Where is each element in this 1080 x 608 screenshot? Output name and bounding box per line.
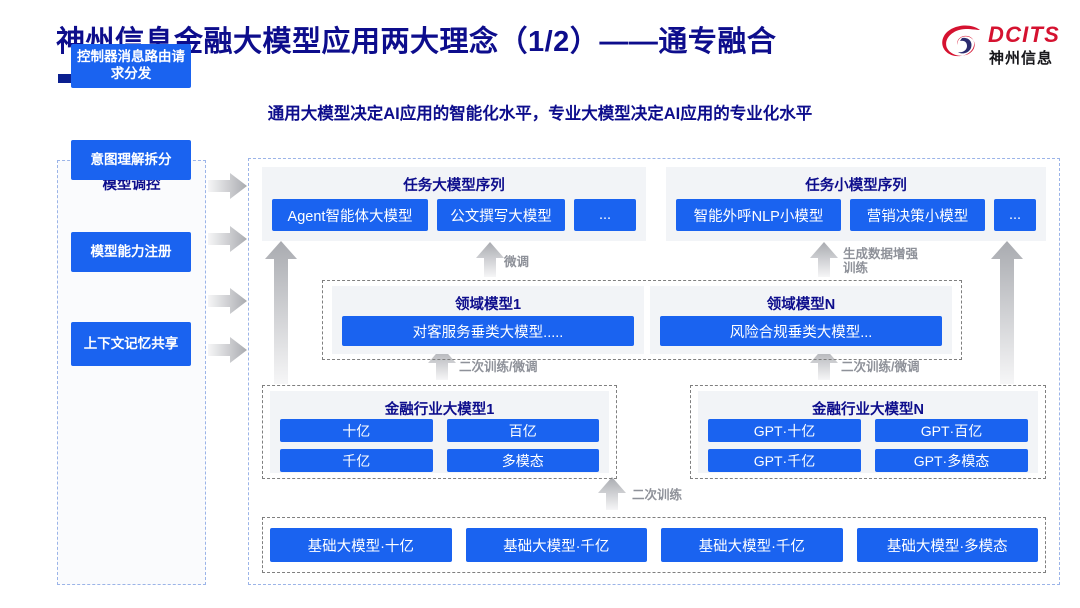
company-logo: DCITS 神州信息 [940,18,1068,72]
arrow-label-fine-tune: 微调 [504,255,530,269]
chip-agent-model[interactable]: Agent智能体大模型 [272,199,428,231]
chip-customer-service-vertical-model[interactable]: 对客服务垂类大模型..... [342,316,634,346]
chipgrid-finance-1: 十亿 百亿 千亿 多模态 [280,419,599,472]
chip-base-hundred-billion-b[interactable]: 基础大模型·千亿 [661,528,843,562]
panel-finance-model-n: 金融行业大模型N GPT·十亿 GPT·百亿 GPT·千亿 GPT·多模态 [698,391,1038,473]
chip-base-multimodal[interactable]: 基础大模型·多模态 [856,528,1038,562]
panel-title-domain-n: 领域模型N [766,297,836,313]
chiprow-base-models: 基础大模型·十亿 基础大模型·千亿 基础大模型·千亿 基础大模型·多模态 [270,528,1038,562]
domain-models-frame [322,280,962,360]
dcits-swirl-icon [942,25,980,57]
arrow-label-retrain-left: 二次训练/微调 [459,360,538,374]
chip-task-large-more[interactable]: ... [574,199,636,231]
panel-finance-model-1: 金融行业大模型1 十亿 百亿 千亿 多模态 [270,391,609,473]
panel-domain-model-n: 领域模型N 风险合规垂类大模型... [650,286,952,354]
chip-base-billion[interactable]: 基础大模型·十亿 [270,528,452,562]
base-models-frame [262,517,1046,573]
chip-finn-gpt-hundred-billion[interactable]: GPT·千亿 [708,449,861,472]
arrow-label-retrain-right: 二次训练/微调 [841,360,920,374]
arrow-right-3 [208,288,247,314]
chip-base-hundred-billion-a[interactable]: 基础大模型·千亿 [465,528,647,562]
chip-marketing-decision-model[interactable]: 营销决策小模型 [850,199,985,231]
sidebar-frame: 模型调控 [57,160,206,585]
arrow-label-retrain-base: 二次训练 [632,488,683,502]
chip-fin1-hundred-billion[interactable]: 千亿 [280,449,433,472]
sidebar-item-context-memory[interactable]: 上下文记忆共享 [71,322,191,366]
chip-fin1-billion[interactable]: 十亿 [280,419,433,442]
panel-title-finance-1: 金融行业大模型1 [384,402,495,418]
arrow-label-data-aug: 生成数据增强 训练 [843,247,919,276]
chip-finn-gpt-ten-billion[interactable]: GPT·百亿 [875,419,1028,442]
page-subtitle: 通用大模型决定AI应用的智能化水平，专业大模型决定AI应用的专业化水平 [267,105,813,123]
sidebar-item-capability-registry[interactable]: 模型能力注册 [71,232,191,272]
arrow-right-2 [208,226,247,252]
chip-risk-compliance-vertical-model[interactable]: 风险合规垂类大模型... [660,316,942,346]
chip-finn-gpt-multimodal[interactable]: GPT·多模态 [875,449,1028,472]
sidebar-title: 模型调控 [102,177,161,193]
arrow-right-1 [208,173,247,199]
chiprow-task-small: 智能外呼NLP小模型 营销决策小模型 ... [676,199,1036,231]
chip-finn-gpt-billion[interactable]: GPT·十亿 [708,419,861,442]
chip-fin1-multimodal[interactable]: 多模态 [446,449,599,472]
sidebar-item-controller-routing[interactable]: 控制器消息路由请求分发 [71,44,191,88]
panel-title-finance-n: 金融行业大模型N [812,402,924,418]
chip-outbound-nlp-model[interactable]: 智能外呼NLP小模型 [676,199,841,231]
logo-wordmark-cn: 神州信息 [989,50,1054,67]
chipgrid-finance-n: GPT·十亿 GPT·百亿 GPT·千亿 GPT·多模态 [708,419,1028,472]
chiprow-task-large: Agent智能体大模型 公文撰写大模型 ... [272,199,636,231]
logo-wordmark-en: DCITS [988,22,1060,47]
panel-title-task-large: 任务大模型序列 [403,178,505,194]
arrow-right-4 [208,337,247,363]
rule-segment-dark [58,74,80,83]
panel-domain-model-1: 领域模型1 对客服务垂类大模型..... [332,286,644,354]
chip-doc-writing-model[interactable]: 公文撰写大模型 [437,199,565,231]
chip-task-small-more[interactable]: ... [994,199,1036,231]
finance-model-1-frame [262,385,617,479]
finance-model-n-frame [690,385,1046,479]
chip-fin1-ten-billion[interactable]: 百亿 [446,419,599,442]
panel-title-task-small: 任务小模型序列 [805,178,907,194]
architecture-frame [248,158,1060,585]
sidebar-item-intent-understanding[interactable]: 意图理解拆分 [71,140,191,180]
panel-title-domain-1: 领域模型1 [454,297,522,313]
